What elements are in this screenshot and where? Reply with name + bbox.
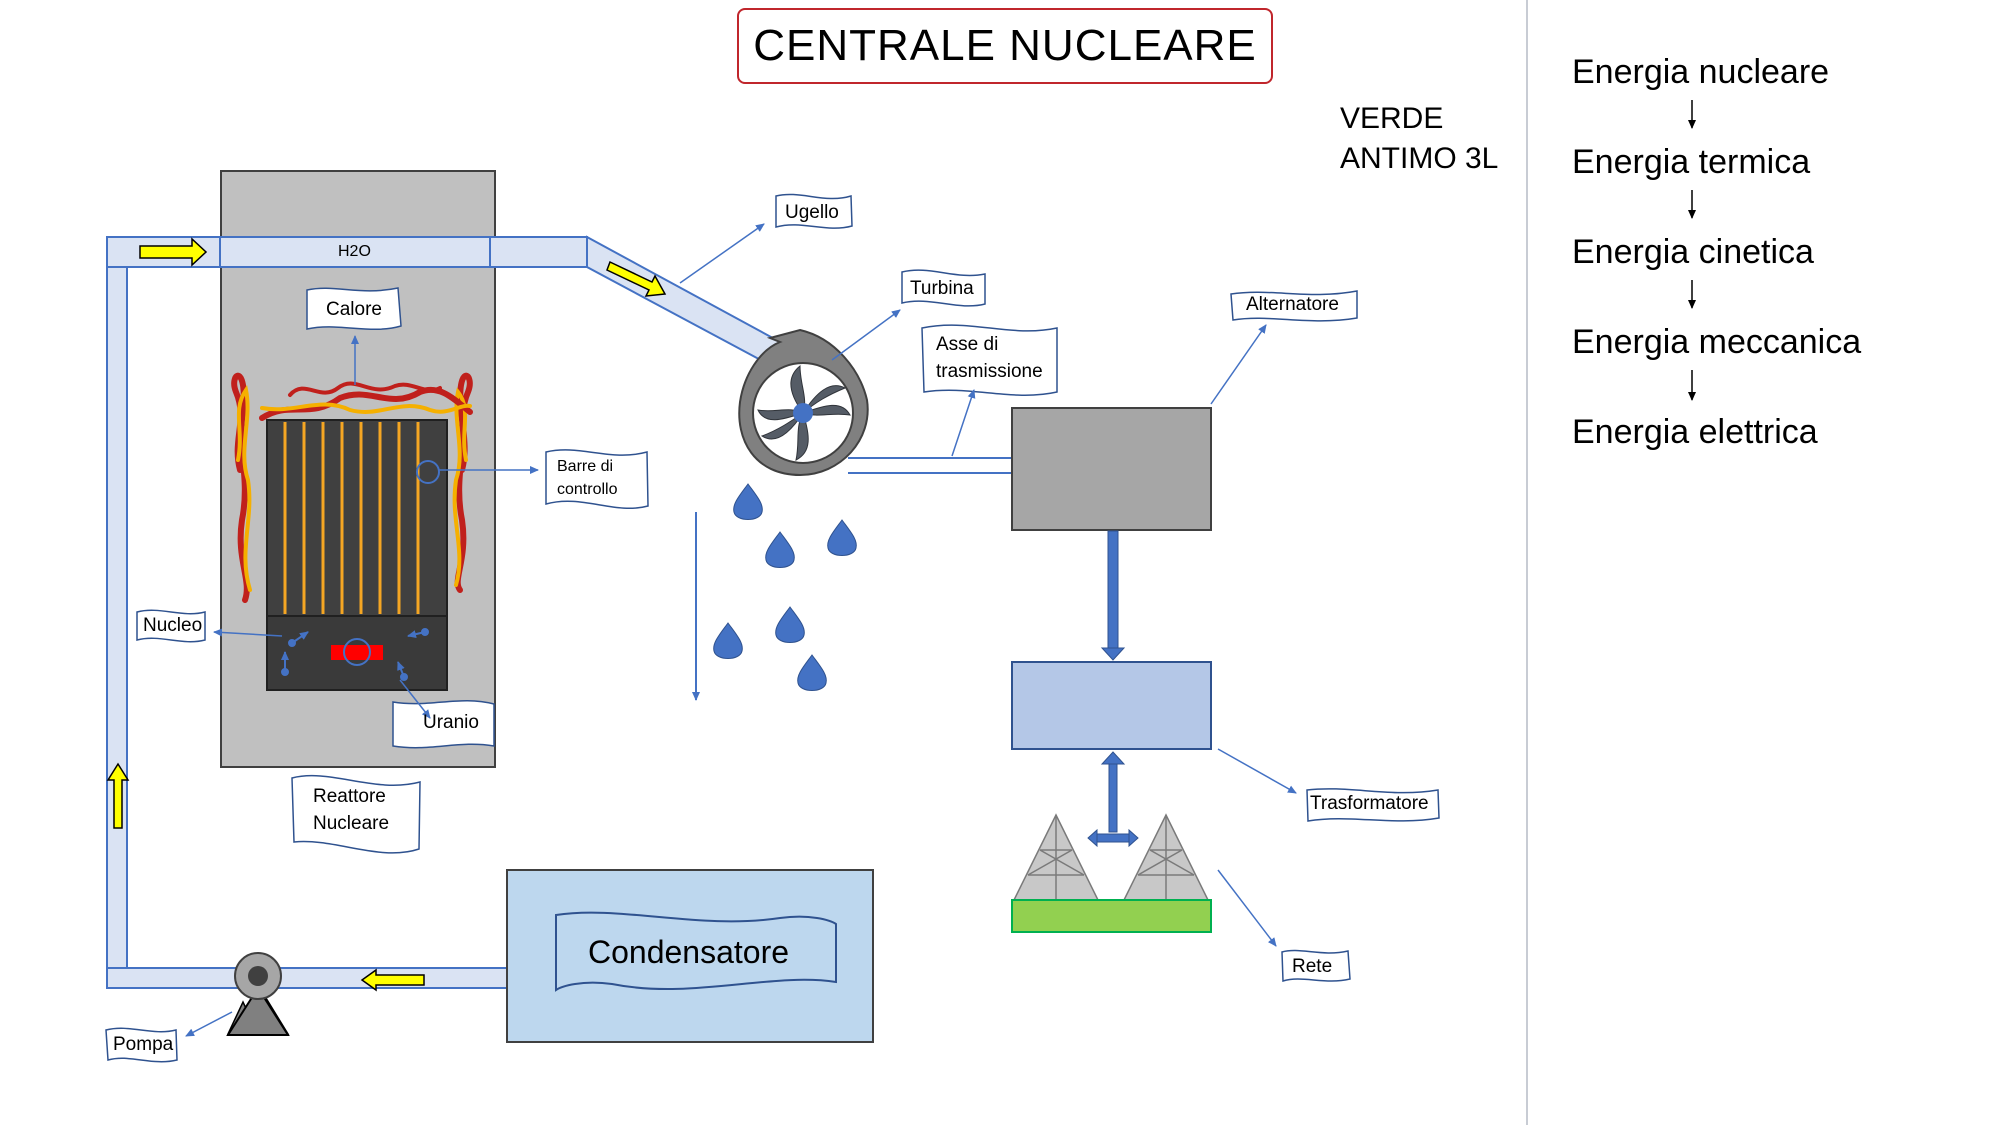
reactor-core [231,372,473,691]
alternator-box [1011,407,1212,531]
energy-step-5: Energia elettrica [1572,413,1818,451]
page-title: CENTRALE NUCLEARE [737,8,1273,84]
ground [1011,899,1212,933]
author-line1: VERDE [1340,102,1444,135]
banner-reattore [291,774,421,854]
banner-calore [306,287,402,331]
banner-turbina [901,269,986,307]
control-rods [283,422,420,614]
label-alternatore: Alternatore [1246,294,1339,315]
water-droplets [713,483,857,691]
power-arrow-down-icon [1100,530,1126,661]
label-turbina: Turbina [910,278,974,299]
droplet-icon [713,622,743,659]
neutron-arrows [281,628,429,681]
flow-arrow-right-icon [139,237,208,267]
label-reattore-1: Reattore [313,786,386,807]
turbine-blades-icon [757,364,851,461]
turbine [738,328,869,477]
label-trasformatore: Trasformatore [1310,793,1429,814]
label-condensatore: Condensatore [588,934,790,970]
transmission-shaft [848,457,1012,474]
droplet-icon [797,654,827,691]
banner-barre [545,449,649,510]
droplet-icon [765,531,795,568]
banner-ugello [775,193,853,229]
label-nucleo: Nucleo [143,615,203,636]
flow-arrow-up-icon [106,762,130,829]
label-reattore-2: Nucleare [313,813,390,834]
droplet-icon [827,519,857,556]
droplet-icon [733,483,763,520]
flow-arrows [106,237,667,992]
flow-arrow-diagonal-icon [606,260,667,297]
condenser-label-banner [555,911,837,992]
banner-pompa [105,1027,178,1063]
energy-step-1: Energia nucleare [1572,53,1830,91]
banner-trasformatore [1306,788,1440,822]
pump [226,952,290,1036]
energy-step-3: Energia cinetica [1572,233,1814,271]
heat-flames [231,372,473,603]
label-asse-1: Asse di [936,334,999,355]
column-divider [1526,0,1528,1125]
banner-alternatore [1230,290,1358,322]
label-barre-2: controllo [557,481,618,498]
banner-rete [1281,949,1351,983]
label-asse-2: trasmissione [936,361,1043,382]
callout-arrows [185,223,1297,1037]
label-calore: Calore [326,299,382,320]
bidirectional-arrow-icon [1087,751,1139,848]
author-line2: ANTIMO 3L [1340,142,1499,175]
transformer-box [1011,661,1212,750]
energy-step-2: Energia termica [1572,143,1811,181]
uranium-fuel [331,638,383,666]
energy-step-4: Energia meccanica [1572,323,1862,361]
label-h2o: H2O [338,243,371,260]
banner-uranio [392,699,495,749]
label-barre-1: Barre di [557,458,614,475]
label-ugello: Ugello [785,202,839,223]
droplet-icon [775,606,805,643]
label-pompa: Pompa [113,1034,174,1055]
banner-asse [921,324,1058,396]
label-uranio: Uranio [423,712,479,733]
flow-arrow-left-icon [360,968,425,992]
banner-nucleo [136,609,206,643]
label-rete: Rete [1292,956,1333,977]
